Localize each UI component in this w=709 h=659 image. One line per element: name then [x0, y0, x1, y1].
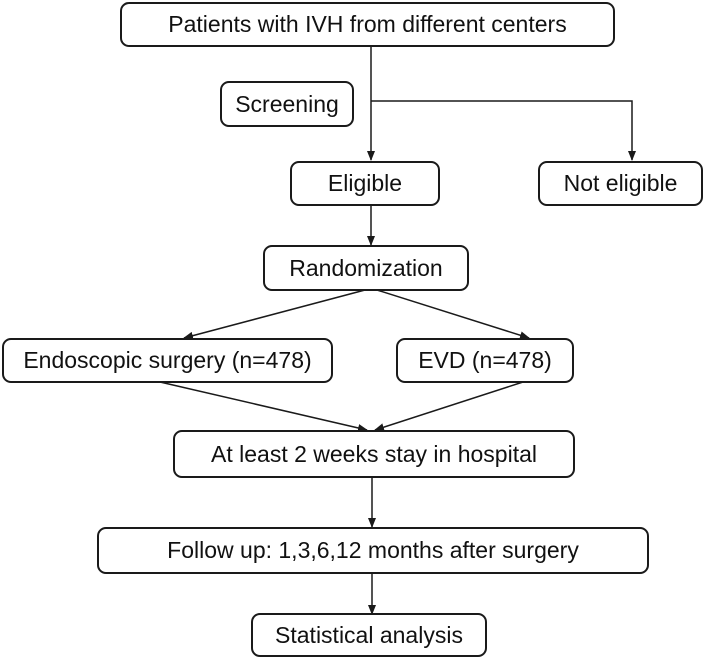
node-patients-label: Patients with IVH from different centers: [168, 11, 567, 37]
node-screening-label: Screening: [235, 90, 339, 117]
node-follow-up: Follow up: 1,3,6,12 months after surgery: [97, 527, 649, 574]
node-randomization: Randomization: [263, 245, 469, 291]
node-screening: Screening: [220, 81, 354, 127]
edge-randomization-to-endoscopic: [183, 289, 366, 340]
edge-evd-to-hospital-stay: [374, 381, 524, 432]
node-eligible: Eligible: [290, 161, 440, 206]
node-not-eligible: Not eligible: [538, 161, 703, 206]
node-statistical-analysis-label: Statistical analysis: [275, 621, 463, 648]
node-hospital-stay: At least 2 weeks stay in hospital: [173, 430, 575, 478]
node-randomization-label: Randomization: [289, 254, 443, 281]
node-endoscopic-surgery-label: Endoscopic surgery (n=478): [23, 347, 312, 373]
node-evd: EVD (n=478): [396, 338, 574, 383]
edge-endoscopic-to-hospital-stay: [159, 381, 368, 432]
node-hospital-stay-label: At least 2 weeks stay in hospital: [211, 440, 537, 467]
edge-randomization-to-evd: [376, 289, 530, 340]
node-evd-label: EVD (n=478): [418, 347, 552, 373]
node-patients: Patients with IVH from different centers: [120, 2, 615, 47]
node-not-eligible-label: Not eligible: [563, 170, 678, 196]
edge-screening-to-not-eligible: [371, 100, 636, 161]
node-statistical-analysis: Statistical analysis: [251, 613, 487, 657]
node-eligible-label: Eligible: [327, 170, 403, 196]
node-endoscopic-surgery: Endoscopic surgery (n=478): [2, 338, 333, 383]
node-follow-up-label: Follow up: 1,3,6,12 months after surgery: [167, 537, 579, 563]
